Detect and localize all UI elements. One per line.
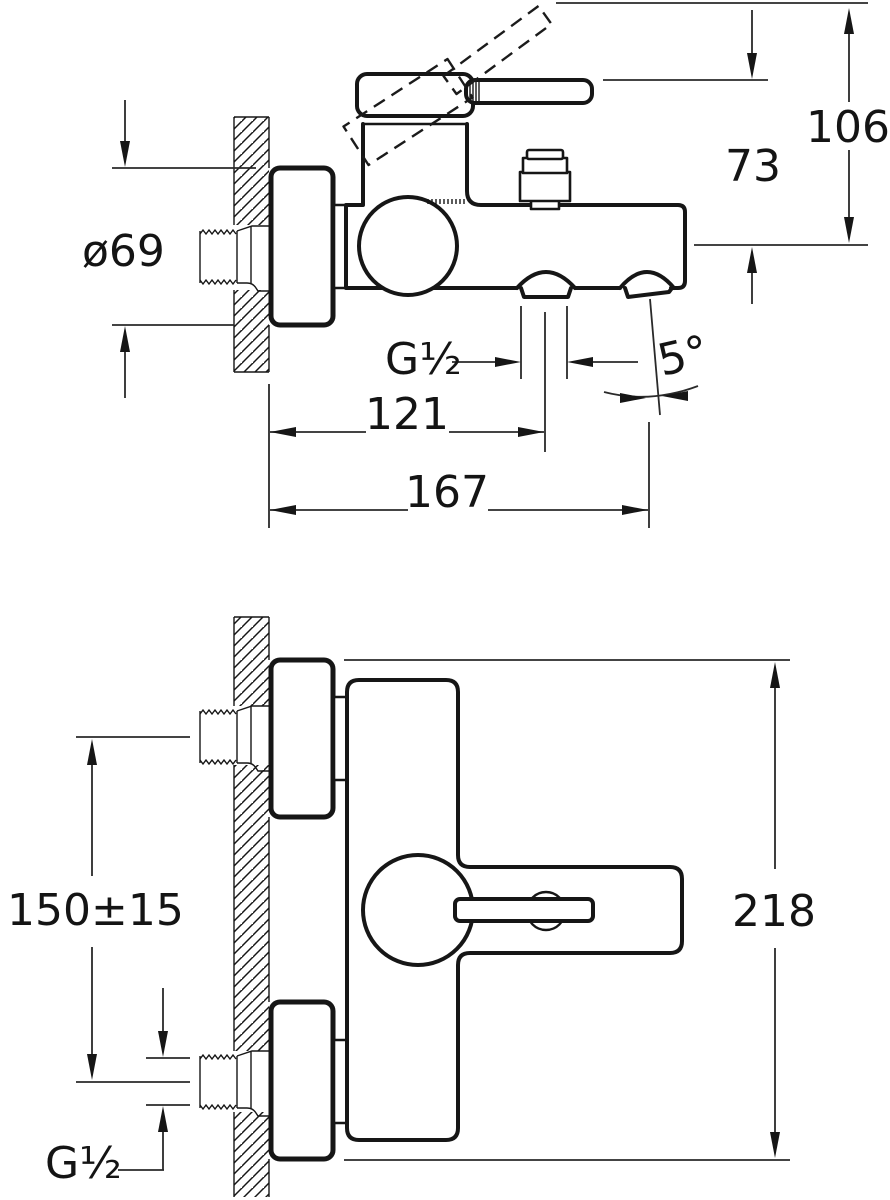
thread-ticks bbox=[427, 199, 465, 204]
wall-hatch-side bbox=[233, 116, 270, 373]
inlet-pipe-cold bbox=[199, 1050, 270, 1117]
wall-hatch-plan bbox=[233, 616, 270, 1197]
wall-flange-side bbox=[268, 165, 336, 328]
dim-inlet-thread: G½ bbox=[45, 1138, 122, 1189]
side-dimensions: ø69 106 73 G½ 121 167 bbox=[82, 2, 890, 528]
dim-spout-reach: 167 bbox=[405, 467, 489, 518]
dim-inlet-spacing: 150±15 bbox=[7, 885, 184, 936]
inlet-pipe-side bbox=[199, 225, 270, 292]
inlet-pipe-hot bbox=[199, 705, 270, 772]
wall-flange-lower bbox=[268, 999, 336, 1162]
dim-overall-height: 218 bbox=[732, 886, 816, 937]
lever-knurl bbox=[469, 82, 480, 101]
dim-shower-outlet-offset: 121 bbox=[365, 389, 449, 440]
wall-flange-upper bbox=[268, 657, 336, 820]
dim-flange-diameter: ø69 bbox=[82, 226, 165, 277]
side-view: ø69 106 73 G½ 121 167 bbox=[82, 2, 890, 528]
cartridge-circle bbox=[357, 195, 459, 297]
handle-lever bbox=[464, 78, 594, 105]
plan-view: 150±15 G½ 218 bbox=[7, 616, 816, 1197]
plan-dimensions: 150±15 G½ 218 bbox=[7, 659, 816, 1189]
handle-raised-dashed bbox=[342, 4, 553, 167]
dim-lever-height: 73 bbox=[725, 141, 781, 192]
dim-lever-raised-height: 106 bbox=[806, 102, 890, 153]
dim-spout-angle: 5° bbox=[653, 326, 713, 387]
handle-lever-plan bbox=[453, 897, 595, 923]
dim-outlet-thread: G½ bbox=[385, 334, 462, 385]
diverter-knob bbox=[518, 148, 572, 211]
